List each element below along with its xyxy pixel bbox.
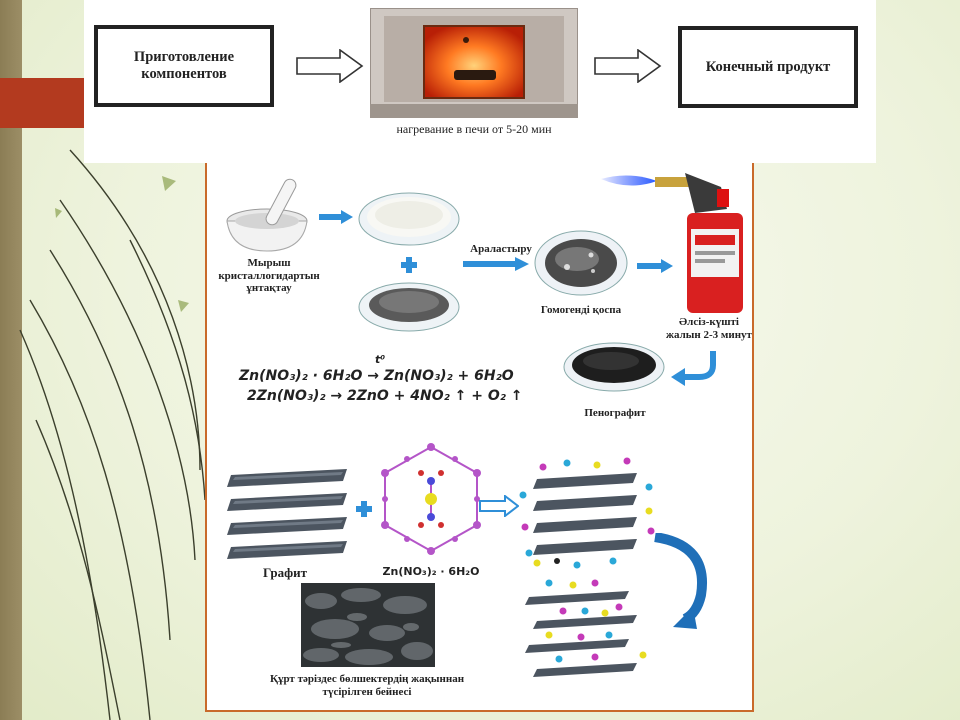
curved-arrow-icon	[671, 351, 716, 386]
expanded-graphite-image	[525, 579, 647, 677]
process-banner: Приготовление компонентов нагревание в п…	[84, 0, 876, 163]
reaction-equation-2: 2Zn(NO₃)₂ → 2ZnO + 4NO₂ ↑ + O₂ ↑	[247, 388, 523, 404]
graphite-label: Графит	[262, 565, 308, 580]
micrograph-caption: Құрт тәріздес бөлшектердің жақыннан түсі…	[269, 673, 465, 698]
intercalation-arrow-icon	[479, 495, 519, 517]
graphite-powder-dish-image	[358, 282, 460, 332]
mix-label: Араластыру	[470, 243, 532, 255]
curved-arrow-icon	[654, 533, 707, 629]
title-accent-block	[0, 78, 86, 128]
hollow-arrow-icon	[296, 49, 364, 83]
blue-arrow-icon	[319, 210, 353, 224]
plus-icon	[356, 501, 372, 517]
foam-graphite-label: Пенографит	[584, 407, 646, 419]
furnace-image	[370, 8, 578, 118]
white-powder-dish-image	[358, 192, 460, 246]
flame-label: Әлсіз-күшті жалын 2-3 минут	[666, 316, 752, 341]
mortar-label: Мырыш кристаллогидартын ұнтақтау	[218, 257, 320, 295]
reaction-equation-1: Zn(NO₃)₂ · 6H₂O → Zn(NO₃)₂ + 6H₂O	[239, 368, 514, 384]
graphite-layers-image	[227, 469, 347, 559]
foam-graphite-dish-image	[563, 342, 665, 392]
homogeneous-mix-dish-image	[534, 230, 628, 296]
homogeneous-label: Гомогенді қоспа	[540, 304, 622, 316]
heating-caption: нагревание в печи от 5-20 мин	[396, 122, 552, 136]
blue-arrow-icon	[463, 257, 529, 271]
zinc-nitrate-molecule-image	[381, 443, 481, 555]
worm-particles-micrograph-image	[301, 583, 435, 667]
blowtorch-image	[601, 173, 743, 313]
plus-icon	[401, 257, 417, 273]
zinc-nitrate-formula: Zn(NO₃)₂ · 6H₂O	[382, 565, 480, 578]
reaction-condition: t⁰	[375, 353, 386, 366]
intercalated-graphite-image	[519, 457, 655, 569]
synthesis-scheme-panel: Мырыш кристаллогидартын ұнтақтау Араласт…	[205, 163, 754, 712]
blue-arrow-icon	[637, 259, 673, 273]
final-product-box: Конечный продукт	[678, 26, 858, 108]
prep-components-box: Приготовление компонентов	[94, 25, 274, 107]
left-decor-bar	[0, 0, 22, 720]
mortar-pestle-image	[226, 178, 308, 252]
hollow-arrow-icon	[594, 49, 662, 83]
